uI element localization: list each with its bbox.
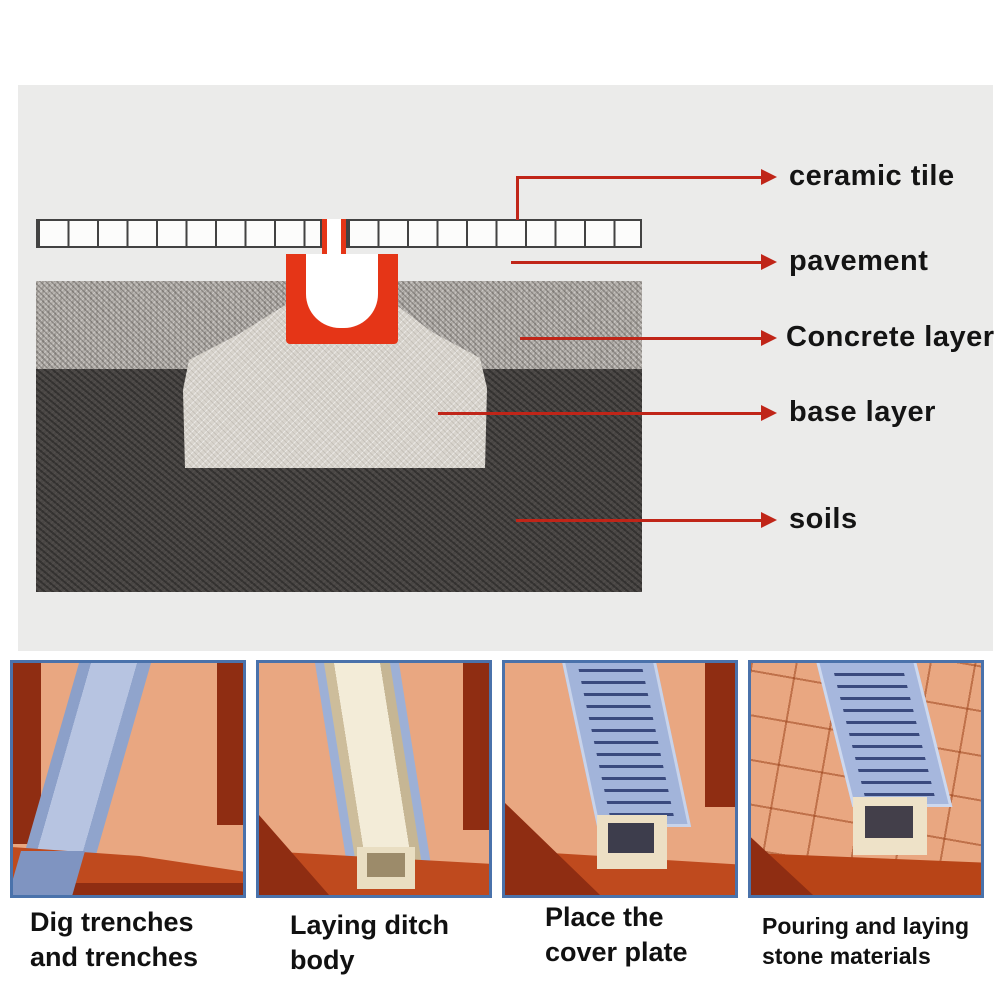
step4-caption-line2: stone materials (762, 942, 931, 969)
label-concrete-layer: Concrete layer (786, 321, 995, 353)
trench-cut-face (13, 851, 86, 895)
drain-channel-graphic (286, 254, 398, 344)
step-panel-1 (10, 660, 246, 898)
step2-illustration (259, 663, 489, 895)
step4-illustration (751, 663, 981, 895)
channel-opening (367, 853, 405, 877)
step4-caption: Pouring and laying stone materials (762, 912, 969, 972)
label-ceramic-tile: ceramic tile (789, 160, 955, 192)
label-base-layer: base layer (789, 396, 936, 428)
concrete-layer-arrow (520, 337, 763, 340)
step3-illustration (505, 663, 735, 895)
step2-caption-line2: body (290, 945, 355, 976)
step3-caption-line1: Place the (545, 902, 664, 932)
step3-caption: Place the cover plate (545, 900, 688, 970)
grated-cover-plate (561, 663, 692, 827)
channel-opening (608, 823, 654, 853)
drain-channel-cavity (306, 254, 378, 328)
step-panel-4 (748, 660, 984, 898)
channel-opening (865, 806, 913, 838)
ceramic-tile-arrowhead-icon (761, 169, 777, 185)
step2-caption: Laying ditch body (290, 908, 449, 978)
trench-right-wall (217, 663, 243, 826)
step1-caption-line1: Dig trenches (30, 907, 194, 937)
step1-caption: Dig trenches and trenches (30, 905, 198, 975)
pavement-arrowhead-icon (761, 254, 777, 270)
trench-right-wall (705, 663, 735, 807)
ceramic-tile-strip-left (36, 219, 322, 248)
grate-slots (578, 668, 674, 816)
grate-slots (832, 668, 935, 796)
pavement-arrow (511, 261, 763, 264)
base-layer-arrow (438, 412, 763, 415)
ceramic-tile-arrow (516, 176, 763, 179)
drain-inlet-slot (322, 219, 346, 256)
ceramic-tile-strip-right (346, 219, 642, 248)
ceramic-tile-connector-line (516, 176, 519, 220)
step2-caption-line1: Laying ditch (290, 910, 450, 940)
label-soils: soils (789, 503, 858, 535)
concrete-layer-arrowhead-icon (761, 330, 777, 346)
step4-caption-line1: Pouring and laying (762, 913, 970, 939)
step1-caption-line2: and trenches (30, 942, 199, 973)
base-layer-arrowhead-icon (761, 405, 777, 421)
step-panel-2 (256, 660, 492, 898)
soils-arrowhead-icon (761, 512, 777, 528)
trench-right-wall (463, 663, 489, 831)
channel-end-cap (853, 797, 927, 855)
soils-arrow (516, 519, 763, 522)
step3-caption-line2: cover plate (545, 937, 688, 968)
channel-end-cap (357, 847, 415, 889)
channel-end-cap (597, 815, 667, 869)
step-panel-3 (502, 660, 738, 898)
step1-illustration (13, 663, 243, 895)
label-pavement: pavement (789, 245, 929, 277)
